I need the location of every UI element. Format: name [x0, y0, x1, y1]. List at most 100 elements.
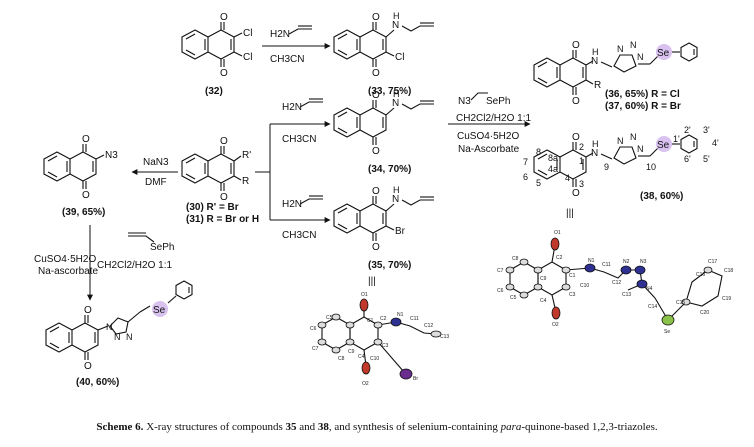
svg-text:5': 5' — [703, 154, 710, 164]
compound-30-label: (30) R' = Br — [186, 202, 239, 213]
svg-text:Se: Se — [657, 48, 670, 59]
svg-text:O: O — [372, 242, 380, 253]
svg-text:CH2Cl2/H2O 1:1: CH2Cl2/H2O 1:1 — [97, 260, 172, 271]
svg-text:N: N — [126, 332, 133, 342]
svg-text:N: N — [392, 98, 399, 109]
svg-text:H: H — [592, 139, 599, 149]
svg-text:Se: Se — [664, 329, 670, 335]
svg-text:O: O — [220, 192, 228, 203]
compound-38-label: (38, 60%) — [640, 191, 683, 202]
reagent-solvent: CH3CN — [270, 54, 304, 65]
svg-text:N: N — [591, 56, 598, 67]
svg-text:O: O — [220, 136, 228, 147]
svg-text:C14: C14 — [648, 304, 657, 310]
svg-text:N: N — [392, 20, 399, 31]
compound-38-structure: O O N H N N N Se 1 2 3 4 4a 5 6 7 8 8a 9… — [523, 125, 719, 202]
compound-34-structure: O O N H (34, 70%) — [333, 89, 434, 175]
svg-text:C18: C18 — [724, 268, 733, 274]
compound-37-label: (37, 60%) R = Br — [605, 101, 681, 112]
svg-text:Br: Br — [413, 376, 418, 382]
svg-text:O1: O1 — [361, 292, 368, 298]
svg-text:CuSO4·5H2O: CuSO4·5H2O — [457, 131, 519, 142]
svg-text:2': 2' — [684, 125, 691, 135]
xray-structure-35: O1 C1 C2 C3 C4 C5 C6 C7 C8 C9 C10 N1 C11… — [310, 292, 449, 387]
svg-text:O: O — [372, 146, 380, 157]
svg-text:N: N — [392, 194, 399, 205]
svg-text:O: O — [572, 40, 580, 51]
svg-text:C12: C12 — [612, 280, 621, 286]
svg-text:C1: C1 — [367, 318, 374, 324]
svg-text:O: O — [572, 132, 580, 143]
svg-text:6: 6 — [523, 172, 528, 182]
svg-text:R: R — [594, 80, 601, 91]
svg-text:N3: N3 — [640, 259, 647, 265]
svg-text:C9: C9 — [540, 276, 547, 282]
compound-40-structure: O O N N N Se (40, 60%) — [45, 280, 193, 388]
compound-32-label: (32) — [205, 86, 223, 97]
svg-text:2: 2 — [579, 142, 584, 152]
svg-text:C2: C2 — [556, 255, 563, 261]
svg-text:Se: Se — [153, 305, 166, 316]
compound-33-structure: O O N H Cl (33, 75%) — [333, 11, 434, 97]
svg-text:O: O — [372, 12, 380, 23]
svg-text:N2: N2 — [623, 259, 630, 265]
svg-text:H: H — [393, 11, 400, 21]
svg-text:O1: O1 — [554, 230, 561, 236]
compound-30-31-structure: O O R' R (30) R' = Br (31) R = Br or H — [181, 136, 259, 225]
compound-36-label: (36, 65%) R = Cl — [605, 89, 680, 100]
svg-text:N3: N3 — [458, 96, 471, 107]
compound-39-label: (39, 65%) — [62, 207, 105, 218]
svg-text:C10: C10 — [580, 283, 589, 289]
svg-text:C10: C10 — [370, 356, 379, 362]
svg-text:10: 10 — [646, 162, 656, 172]
svg-text:R': R' — [242, 150, 251, 161]
svg-text:C6: C6 — [310, 326, 317, 332]
svg-text:C8: C8 — [512, 256, 519, 262]
svg-text:O: O — [84, 361, 92, 372]
svg-text:8a: 8a — [548, 153, 558, 163]
svg-text:3': 3' — [703, 125, 710, 135]
svg-text:H: H — [393, 185, 400, 195]
svg-text:Na-Ascorbate: Na-Ascorbate — [458, 144, 520, 155]
reagent-propargylamine: H2N — [270, 29, 290, 40]
svg-text:O: O — [82, 134, 90, 145]
svg-text:DMF: DMF — [145, 177, 167, 188]
atom-cl: Cl — [243, 52, 252, 63]
svg-text:C12: C12 — [424, 323, 433, 329]
svg-text:N: N — [114, 332, 121, 342]
svg-text:Cl: Cl — [395, 52, 404, 63]
svg-text:N: N — [617, 136, 624, 146]
svg-text:3: 3 — [579, 179, 584, 189]
compound-31-label: (31) R = Br or H — [186, 214, 259, 225]
svg-text:N1: N1 — [588, 258, 595, 264]
svg-text:CH2Cl2/H2O 1:1: CH2Cl2/H2O 1:1 — [456, 113, 531, 124]
svg-text:R: R — [242, 176, 249, 187]
svg-text:4a: 4a — [548, 164, 558, 174]
svg-text:O: O — [82, 190, 90, 201]
compound-39-structure: O O N3 (39, 65%) — [43, 134, 118, 218]
svg-text:C6: C6 — [497, 288, 504, 294]
svg-text:H: H — [592, 47, 599, 57]
svg-text:O: O — [572, 188, 580, 199]
atom-o: O — [220, 12, 228, 23]
svg-text:N3: N3 — [105, 150, 118, 161]
xray-structure-38: O1 N1 N2 N3 N4 C1 C2 C3 C4 C5 C6 C7 C8 C… — [497, 230, 733, 335]
svg-text:C2: C2 — [380, 316, 387, 322]
svg-text:NaN3: NaN3 — [143, 157, 169, 168]
svg-text:C3: C3 — [569, 292, 576, 298]
svg-text:7: 7 — [523, 157, 528, 167]
svg-text:Br: Br — [395, 226, 406, 237]
svg-text:N4: N4 — [646, 286, 653, 292]
figure-caption: Scheme 6. X-ray structures of compounds … — [96, 421, 658, 433]
xray-link-35: ||| — [368, 276, 376, 287]
svg-text:C1: C1 — [569, 273, 576, 279]
svg-text:C7: C7 — [497, 268, 504, 274]
svg-text:N: N — [617, 44, 624, 54]
svg-text:C17: C17 — [708, 259, 717, 265]
atom-o: O — [220, 68, 228, 79]
atom-cl: Cl — [243, 28, 252, 39]
compound-40-label: (40, 60%) — [76, 377, 119, 388]
svg-text:C19: C19 — [722, 296, 731, 302]
svg-text:CH3CN: CH3CN — [282, 230, 316, 241]
svg-text:6': 6' — [684, 154, 691, 164]
